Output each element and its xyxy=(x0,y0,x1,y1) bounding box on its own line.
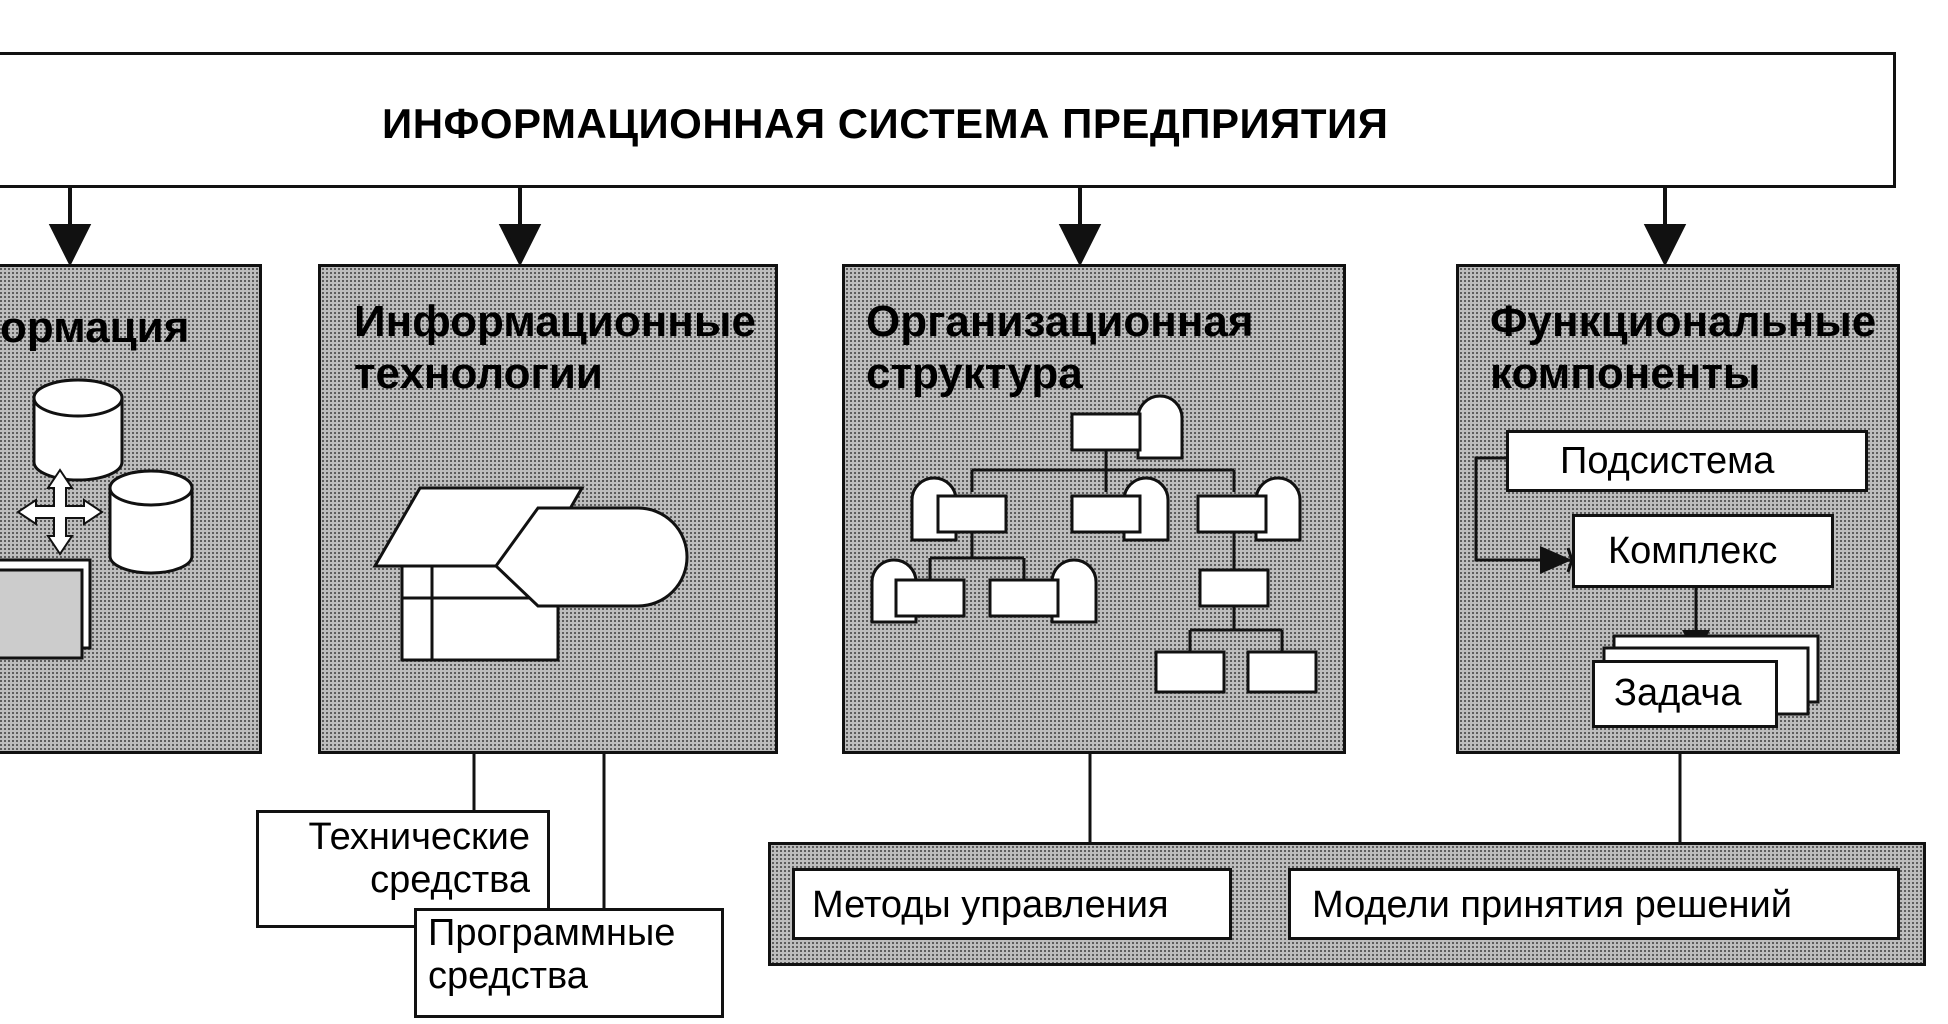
task-label: Задача xyxy=(1614,672,1742,714)
arrow-it-icon xyxy=(498,224,542,267)
document-stack-icon xyxy=(0,558,92,660)
database-cylinders-icon xyxy=(32,378,194,575)
four-way-arrows-icon xyxy=(16,468,104,556)
header-arrows xyxy=(48,188,1687,267)
task-box xyxy=(1592,660,1778,728)
decision-models-box xyxy=(1288,868,1900,940)
arrow-org-icon xyxy=(1058,224,1102,267)
enterprise-system-box xyxy=(0,52,1896,188)
arrow-to-complex-icon xyxy=(1540,546,1572,574)
management-methods-label: Методы управления xyxy=(812,884,1169,926)
flowchart-shapes-icon xyxy=(372,486,689,662)
software-label: Программные средства xyxy=(428,912,676,997)
hardware-label: Технические средства xyxy=(308,816,530,901)
enterprise-system-title: ИНФОРМАЦИОННАЯ СИСТЕМА ПРЕДПРИЯТИЯ xyxy=(382,100,1389,147)
information-panel-title: ормация xyxy=(0,303,190,352)
management-methods-box xyxy=(792,868,1232,940)
arrow-information-icon xyxy=(48,224,92,267)
func-panel-title: Функциональные компоненты xyxy=(1490,297,1877,398)
org-panel-title: Организационная структура xyxy=(866,297,1254,398)
subsystem-box xyxy=(1506,430,1868,492)
subsystem-label: Подсистема xyxy=(1560,440,1775,482)
arrow-func-icon xyxy=(1643,224,1687,267)
complex-label: Комплекс xyxy=(1608,530,1778,572)
complex-box xyxy=(1572,514,1834,588)
bottom-connectors xyxy=(472,754,1682,908)
software-box xyxy=(414,908,724,1018)
org-chart-icon xyxy=(870,394,1318,694)
decision-models-label: Модели принятия решений xyxy=(1312,884,1792,926)
it-panel-title: Информационные технологии xyxy=(354,297,756,398)
